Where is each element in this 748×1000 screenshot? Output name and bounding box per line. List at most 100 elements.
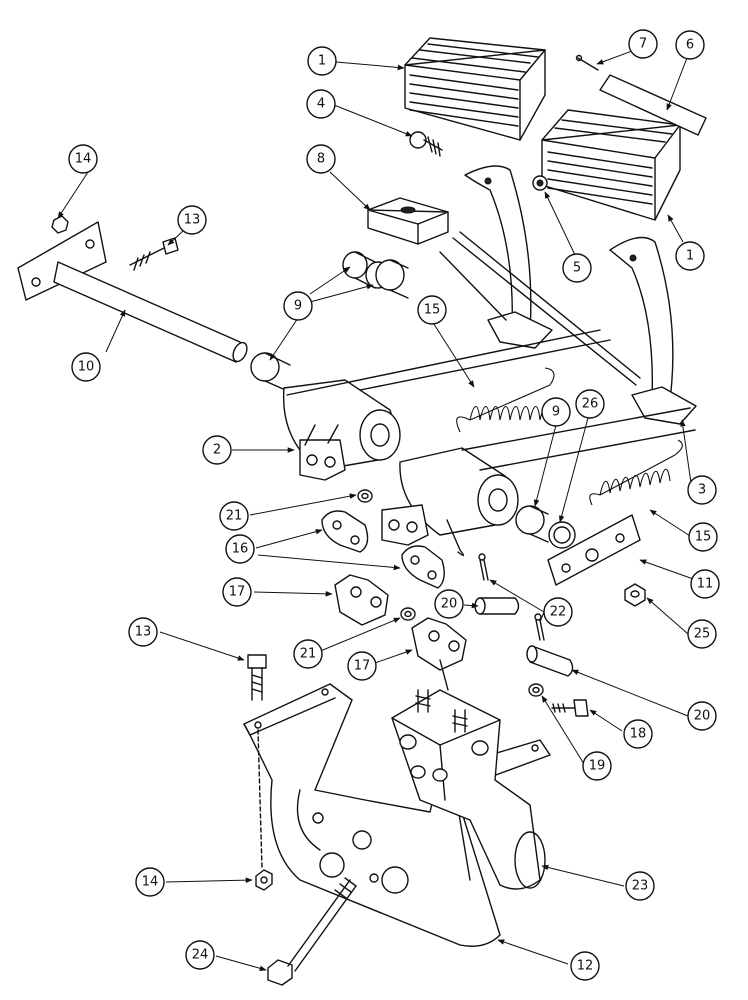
svg-text:9: 9: [294, 299, 302, 314]
callout-18: 18: [623, 719, 653, 749]
cotter-pin-lower: [535, 619, 545, 641]
washer-upper: [357, 489, 373, 503]
callout-11: 11: [690, 569, 720, 599]
svg-text:13: 13: [135, 625, 152, 640]
pedal-hub-left: [282, 329, 611, 481]
nut-upper: [51, 215, 69, 234]
svg-text:6: 6: [686, 38, 694, 53]
svg-text:1: 1: [686, 249, 694, 264]
svg-text:21: 21: [226, 509, 243, 524]
callout-26: 26: [575, 389, 605, 419]
bolt-lower: [247, 654, 267, 701]
callout-12: 12: [570, 951, 600, 981]
callout-1-upper: 1: [307, 46, 337, 76]
callout-24: 24: [185, 940, 215, 970]
return-spring-upper: [456, 367, 555, 433]
callout-8: 8: [306, 144, 336, 174]
svg-text:17: 17: [229, 585, 246, 600]
svg-text:7: 7: [639, 37, 647, 52]
svg-text:15: 15: [424, 303, 441, 318]
svg-text:14: 14: [142, 875, 159, 890]
return-spring-lower: [589, 439, 683, 506]
callout-10: 10: [71, 352, 101, 382]
callout-16: 16: [225, 534, 255, 564]
svg-text:14: 14: [75, 152, 92, 167]
callout-21-upper: 21: [219, 501, 249, 531]
callout-15-upper: 15: [417, 295, 447, 325]
svg-text:23: 23: [632, 879, 649, 894]
bolt-18: [551, 699, 589, 717]
svg-text:22: 22: [550, 605, 567, 620]
washer-19: [528, 683, 544, 697]
pad-screw: [409, 131, 443, 157]
svg-text:19: 19: [589, 759, 606, 774]
callout-13-lower: 13: [128, 617, 158, 647]
callout-21-lower: 21: [293, 639, 323, 669]
callout-2: 2: [202, 435, 232, 465]
callout-13-upper: 13: [177, 205, 207, 235]
callout-20-upper: 20: [434, 589, 464, 619]
svg-text:3: 3: [698, 483, 706, 498]
callout-19: 19: [582, 751, 612, 781]
clevis-lower: [411, 617, 467, 691]
clevis-pin-lower: [526, 645, 574, 677]
svg-text:13: 13: [184, 213, 201, 228]
callout-17-lower: 17: [347, 651, 377, 681]
callout-14-lower: 14: [135, 867, 165, 897]
callout-1-lower: 1: [675, 241, 705, 271]
lock-nut: [624, 583, 646, 607]
pad-strip: [599, 74, 707, 136]
callout-9-right: 9: [541, 397, 571, 427]
callout-6: 6: [675, 30, 705, 60]
link-upper: [321, 510, 369, 553]
svg-text:26: 26: [582, 397, 599, 412]
callout-4: 4: [306, 89, 336, 119]
svg-text:12: 12: [577, 959, 594, 974]
svg-text:17: 17: [354, 659, 371, 674]
svg-text:16: 16: [232, 542, 249, 557]
callout-15-lower: 15: [688, 522, 718, 552]
callout-14-upper: 14: [68, 144, 98, 174]
svg-text:21: 21: [300, 647, 317, 662]
long-bolt: [267, 877, 357, 986]
svg-text:11: 11: [697, 577, 714, 592]
callout-25: 25: [687, 619, 717, 649]
svg-text:1: 1: [318, 54, 326, 69]
star-washer: [532, 175, 548, 191]
svg-text:20: 20: [694, 709, 711, 724]
svg-text:24: 24: [192, 948, 209, 963]
cross-shaft: [17, 221, 248, 363]
svg-text:2: 2: [213, 443, 221, 458]
master-cylinder: [391, 689, 546, 890]
svg-text:9: 9: [552, 405, 560, 420]
link-lower: [401, 545, 445, 589]
nut-lower: [255, 869, 273, 891]
callout-5: 5: [562, 253, 592, 283]
callout-17-upper: 17: [222, 577, 252, 607]
leader-lines: [57, 47, 697, 971]
svg-text:10: 10: [78, 360, 95, 375]
callout-23: 23: [625, 871, 655, 901]
cotter-pin-upper: [479, 559, 489, 581]
pedal-pad-upper: [404, 37, 546, 141]
svg-text:5: 5: [573, 261, 581, 276]
clevis-upper: [334, 574, 389, 626]
pedal-pad-lower: [541, 109, 681, 221]
callout-7: 7: [628, 29, 658, 59]
parts-drawing: [17, 37, 707, 986]
washer-lower: [400, 607, 416, 621]
callout-20-lower: 20: [687, 701, 717, 731]
spacer-plate: [547, 514, 641, 586]
stop-block: [367, 197, 449, 245]
svg-text:8: 8: [317, 152, 325, 167]
pedal-arm-lower: [609, 236, 697, 425]
pedal-hub-right: [381, 407, 696, 557]
svg-text:25: 25: [694, 627, 711, 642]
pedal-arm-upper: [464, 165, 553, 349]
svg-text:4: 4: [317, 97, 325, 112]
svg-text:20: 20: [441, 597, 458, 612]
svg-text:18: 18: [630, 727, 647, 742]
callout-9-upper: 9: [283, 291, 313, 321]
bushings: [250, 251, 576, 549]
